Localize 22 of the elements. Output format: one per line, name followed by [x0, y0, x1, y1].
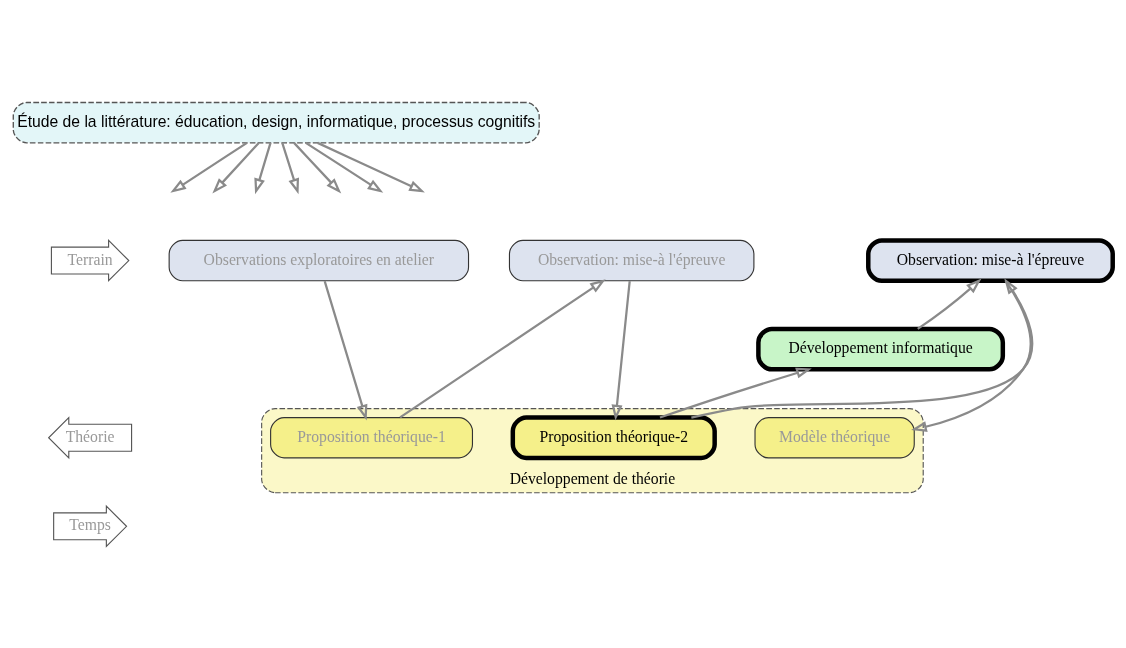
arrow — [212, 141, 260, 193]
arrow — [611, 280, 631, 421]
arrow — [305, 141, 384, 193]
node-box: Développement informatique — [756, 326, 1006, 372]
node-box: Proposition théorique-2 — [510, 414, 717, 460]
arrow — [323, 280, 368, 420]
arrow — [293, 141, 342, 193]
node-box: Étude de la littérature: éducation, design, informatique, processus cognitifs — [12, 101, 540, 144]
arrow — [399, 278, 606, 418]
node-box: Proposition théorique-1 — [270, 416, 473, 458]
node-box: Observation: mise-à l'épreuve — [508, 239, 755, 281]
arrow — [254, 142, 272, 194]
node-box: Observation: mise-à l'épreuve — [866, 237, 1115, 283]
arrow — [691, 277, 1034, 419]
arrow — [917, 278, 982, 330]
arrow — [317, 141, 425, 192]
node-box: Modèle théorique — [754, 416, 915, 458]
arrow — [170, 141, 248, 193]
arrow — [281, 142, 300, 194]
arrow — [659, 367, 812, 419]
arrow — [911, 279, 1032, 432]
node-box: Observations exploratoires en atelier — [168, 239, 470, 281]
